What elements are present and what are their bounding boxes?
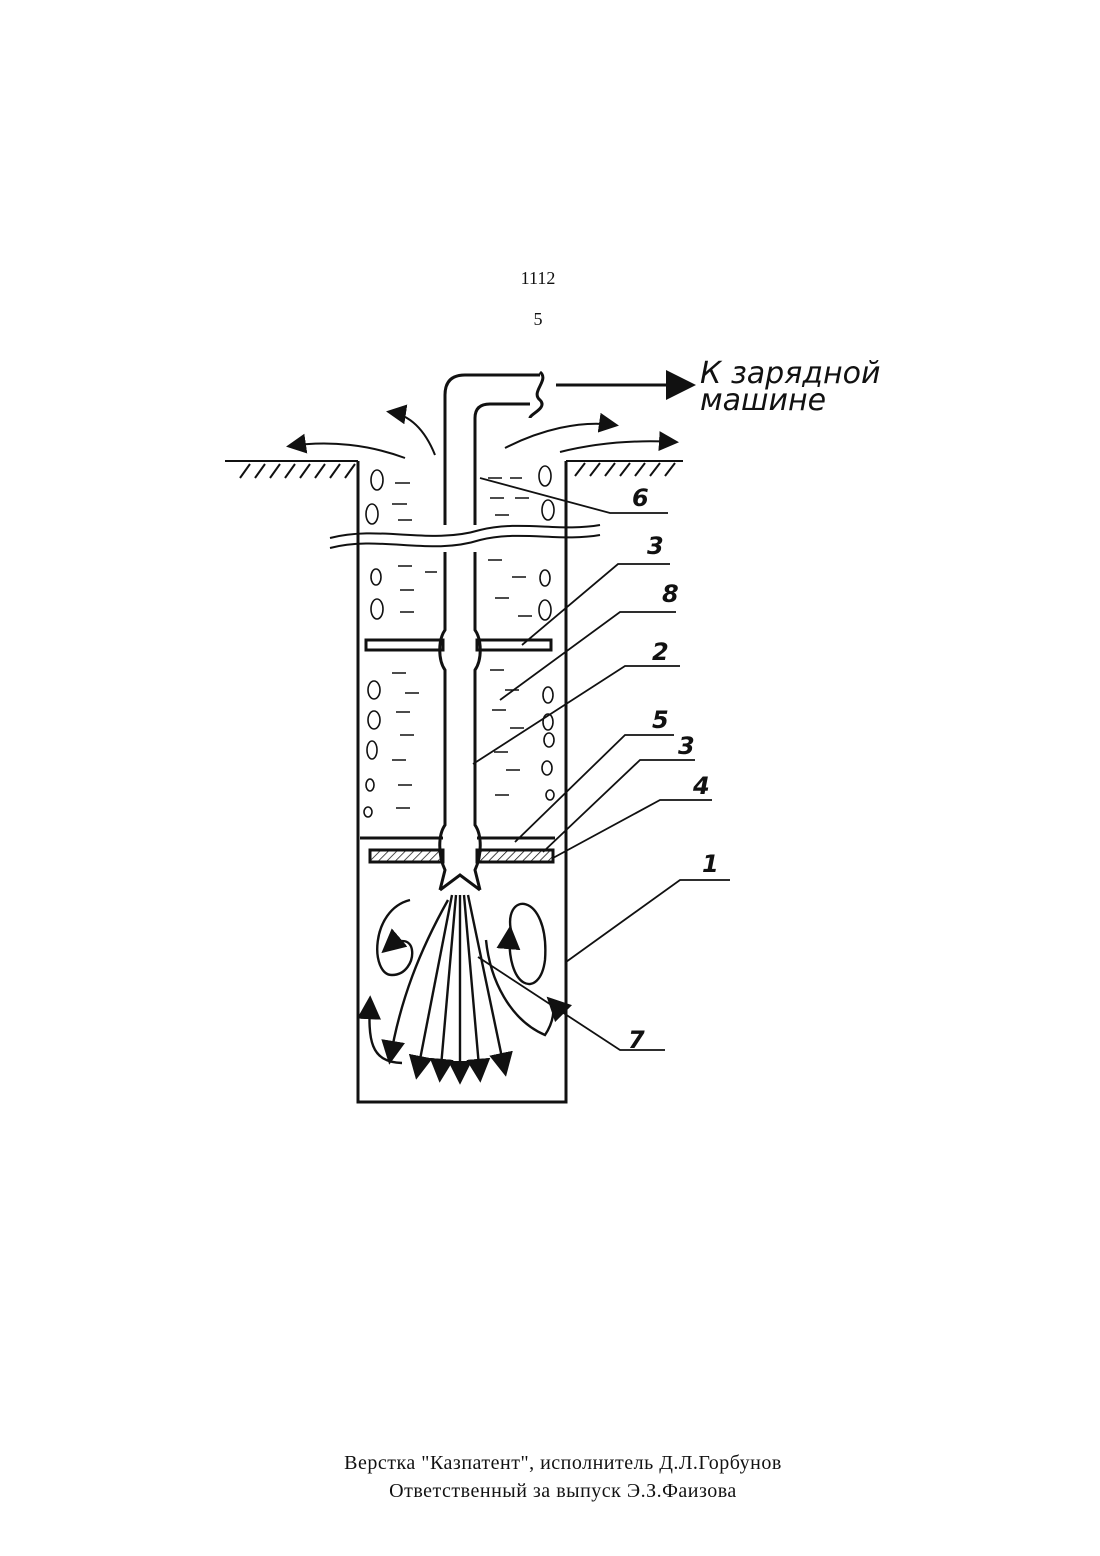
- caption-line-2: машине: [700, 383, 826, 418]
- footer-typesetting: Верстка "Казпатент", исполнитель Д.Л.Гор…: [0, 1452, 1100, 1475]
- vortex-arrows: [369, 900, 553, 1063]
- label-7: 7: [628, 1026, 645, 1054]
- borehole-wall: [358, 461, 566, 1102]
- label-2: 2: [652, 638, 669, 666]
- explosion-jet: [390, 895, 505, 1080]
- label-8: 8: [662, 580, 679, 608]
- destination-caption: К зарядной машине: [700, 356, 880, 418]
- callout-labels: 6 3 8 2 5 3 4 1 7: [628, 484, 719, 1054]
- label-1: 1: [702, 850, 719, 878]
- label-5: 5: [652, 706, 669, 734]
- label-3-upper: 3: [647, 532, 664, 560]
- packer-lower: [360, 838, 555, 862]
- ground-surface: [225, 461, 683, 478]
- charging-hose: [440, 372, 543, 890]
- break-lines: [330, 525, 600, 548]
- label-4: 4: [692, 772, 710, 800]
- label-6: 6: [632, 484, 649, 512]
- surface-overflow-arrows: [290, 412, 675, 458]
- label-3-lower: 3: [678, 732, 695, 760]
- footer-responsible: Ответственный за выпуск Э.З.Фаизова: [0, 1480, 1100, 1503]
